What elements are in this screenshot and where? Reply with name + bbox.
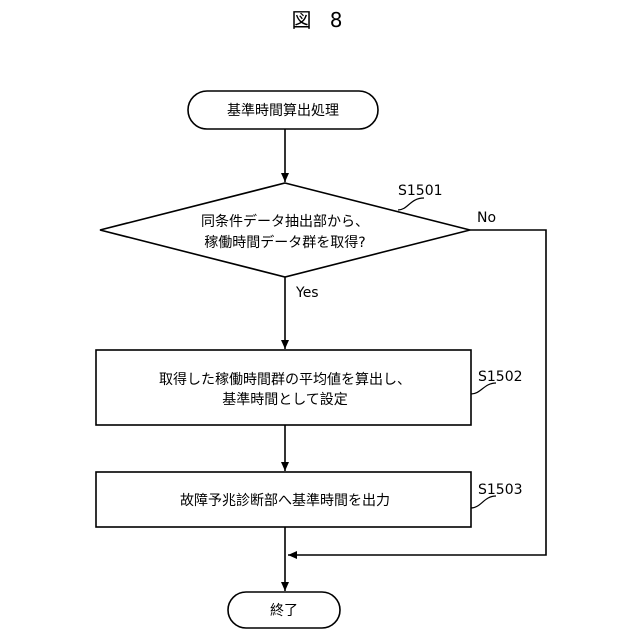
process-node-average: 取得した稼働時間群の平均値を算出し、 基準時間として設定 [96,350,471,425]
step-label-s1501: S1501 [398,183,443,199]
decision-label-line1: 同条件データ抽出部から、 [201,213,369,230]
end-terminal: 終了 [228,592,340,628]
figure-title: 図 8 [291,8,348,32]
step-leader-s1501 [398,198,424,210]
process-output-label: 故障予兆診断部へ基準時間を出力 [180,492,390,509]
no-label: No [477,210,496,226]
end-terminal-label: 終了 [270,603,298,619]
start-terminal: 基準時間算出処理 [188,91,378,129]
step-label-s1502: S1502 [478,369,523,385]
yes-label: Yes [295,285,319,301]
decision-label-line2: 稼働時間データ群を取得? [204,234,365,251]
process-average-line2: 基準時間として設定 [222,391,348,408]
process-average-line1: 取得した稼働時間群の平均値を算出し、 [159,371,411,388]
start-terminal-label: 基準時間算出処理 [227,102,339,119]
step-label-s1503: S1503 [478,482,523,498]
process-node-output: 故障予兆診断部へ基準時間を出力 [96,472,471,527]
